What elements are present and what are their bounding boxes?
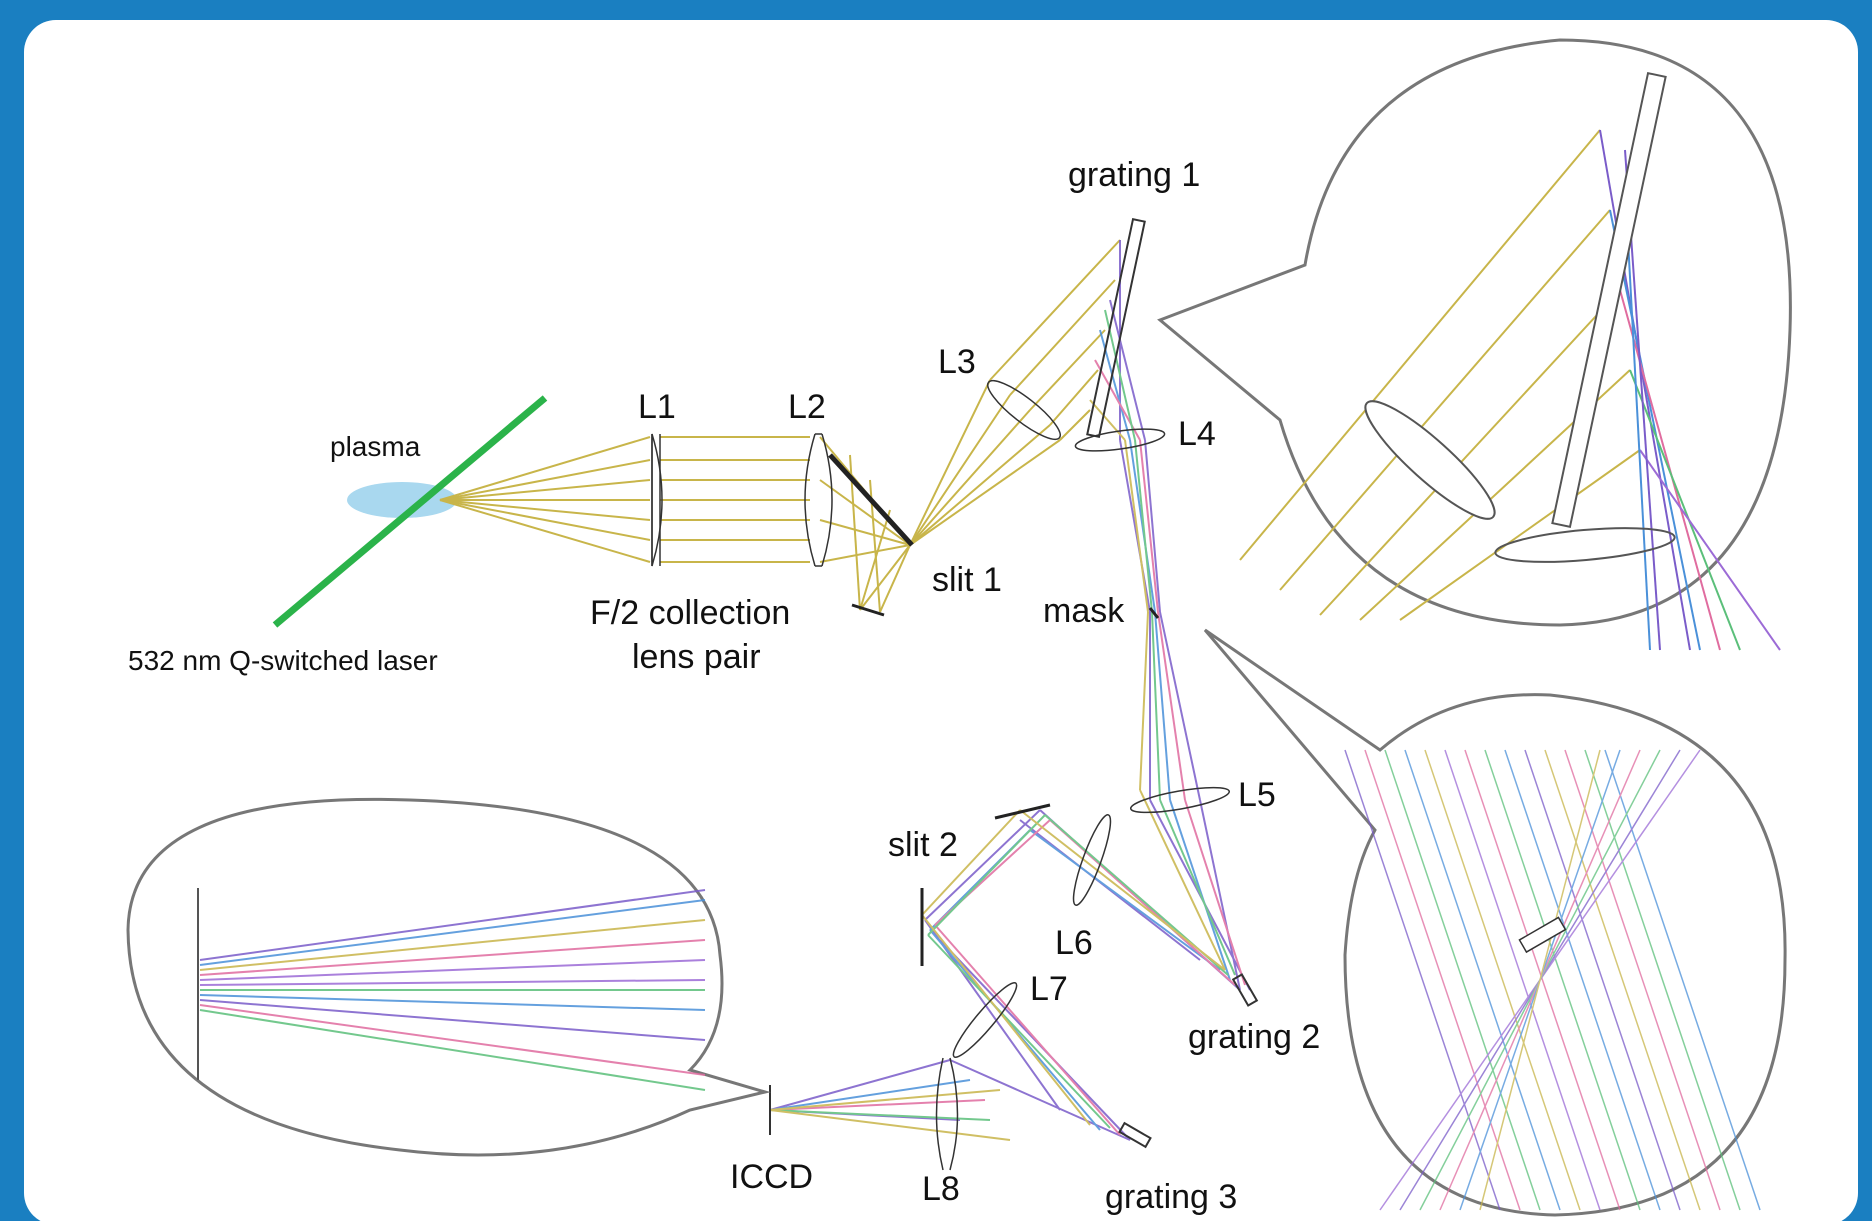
label-plasma: plasma [330,431,421,462]
label-collection-line2: lens pair [632,638,761,676]
lens-l6 [1072,814,1112,906]
label-l1: L1 [638,388,676,426]
zoom-grating1-element [1551,71,1667,529]
zoom-rays-mask [1344,749,1761,1211]
label-l2: L2 [788,388,826,426]
lens-l5 [1129,786,1231,814]
grating-3 [1118,1121,1152,1149]
label-mask: mask [1043,592,1125,630]
zoom-lens-l4 [1494,527,1676,563]
zoom-rays-grating1 [1239,129,1641,621]
zoom-lens-l3 [1364,400,1496,520]
slit-2 [994,803,1051,820]
lower-mirror [851,603,885,617]
label-l8: L8 [922,1170,960,1208]
label-l3: L3 [938,343,976,381]
lens-l7 [952,982,1018,1058]
zoom-mask-element [1518,916,1567,954]
lens-l2 [804,433,816,567]
lens-l1 [651,433,663,567]
collection-rays [439,239,1121,613]
lens-l4 [1074,428,1166,452]
label-l6: L6 [1055,924,1093,962]
label-grating2: grating 2 [1188,1018,1321,1056]
lens-l3 [987,379,1061,441]
label-slit2: slit 2 [888,826,958,864]
label-slit1: slit 1 [932,561,1002,599]
callout-mask-zoom [1203,628,1787,1217]
mask [1148,607,1160,619]
label-iccd: ICCD [730,1158,814,1196]
callout-iccd-zoom [126,797,771,1157]
label-collection-line1: F/2 collection [590,594,791,632]
label-grating1: grating 1 [1068,156,1201,194]
label-l5: L5 [1238,776,1276,814]
lens-l8 [935,1057,944,1171]
label-l4: L4 [1178,415,1216,453]
zoom-rays-iccd [199,889,706,1091]
label-l7: L7 [1030,970,1068,1008]
laser-beam [272,395,548,628]
grating-2 [1231,973,1259,1007]
label-grating3: grating 3 [1105,1178,1238,1216]
fold-mirror [828,453,914,547]
label-laser: 532 nm Q-switched laser [128,645,438,676]
